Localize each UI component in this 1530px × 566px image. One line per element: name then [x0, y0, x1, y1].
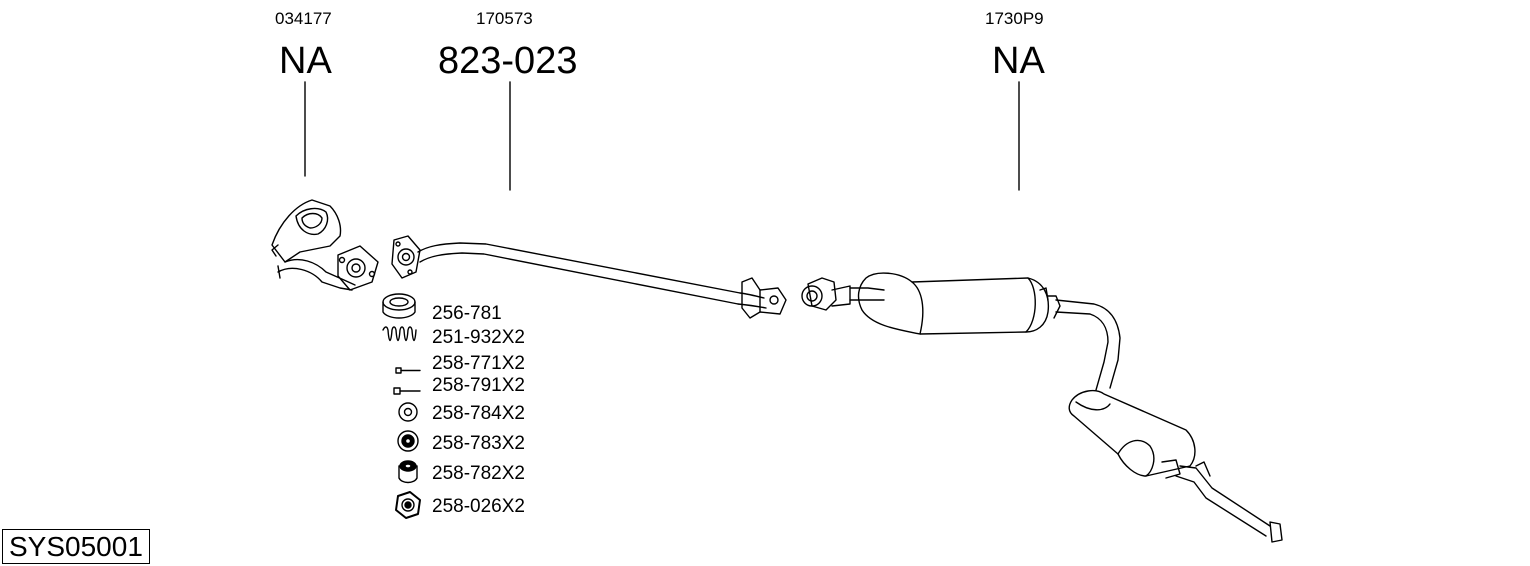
spring-icon	[382, 326, 417, 342]
system-id-box: SYS05001	[2, 529, 150, 564]
intermediate-pipe-part	[391, 235, 787, 319]
rear-muffler-part	[1068, 389, 1283, 543]
group-ref-2: 170573	[476, 9, 533, 28]
part-label-4: 258-791X2	[432, 375, 525, 396]
gasket-ring-icon	[382, 293, 416, 319]
part-label-5: 258-784X2	[432, 403, 525, 424]
group-code-2: 823-023	[438, 40, 578, 82]
hex-nut-icon	[395, 491, 421, 519]
fittings-icons	[382, 293, 421, 519]
center-muffler-part	[801, 272, 1121, 391]
bushing-icon	[398, 460, 418, 484]
front-pipe-part	[271, 199, 379, 291]
part-label-2: 251-932X2	[432, 327, 525, 348]
bolt-icon	[393, 387, 421, 395]
part-label-1: 256-781	[432, 303, 502, 324]
washer-icon	[398, 402, 418, 422]
part-label-7: 258-782X2	[432, 463, 525, 484]
bolt-icon	[395, 367, 421, 374]
group-code-3: NA	[992, 40, 1045, 82]
group-ref-1: 034177	[275, 9, 332, 28]
rubber-mount-icon	[397, 430, 419, 452]
part-label-3: 258-771X2	[432, 353, 525, 374]
group-code-1: NA	[279, 40, 332, 82]
part-label-8: 258-026X2	[432, 496, 525, 517]
part-label-6: 258-783X2	[432, 433, 525, 454]
group-ref-3: 1730P9	[985, 9, 1044, 28]
